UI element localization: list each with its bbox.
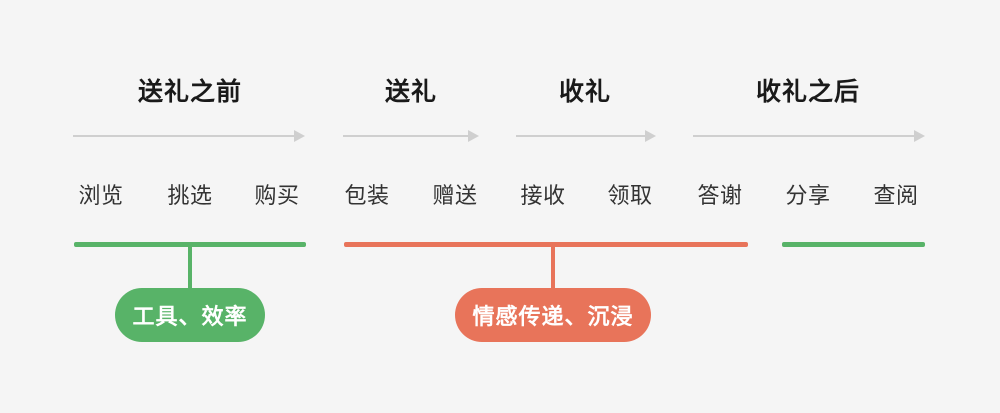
- arrow-shaft: [73, 135, 294, 137]
- arrow-shaft: [516, 135, 645, 137]
- arrow-head: [468, 130, 479, 142]
- arrow-head: [914, 130, 925, 142]
- group-bar-after-receiving: [782, 242, 925, 247]
- step-label-thank: 答谢: [697, 183, 743, 208]
- step-label-receive: 接收: [520, 183, 566, 208]
- stage-title-before-gifting: 送礼之前: [137, 78, 243, 106]
- group-bar-tools-efficiency: [74, 242, 306, 247]
- step-label-select: 挑选: [167, 183, 213, 208]
- group-connector-emotion-immersion: [551, 245, 555, 293]
- step-label-purchase: 购买: [254, 183, 300, 208]
- arrow-head: [294, 130, 305, 142]
- arrow-head: [645, 130, 656, 142]
- arrow-after-receiving-icon: [693, 130, 925, 142]
- step-label-package: 包装: [344, 183, 390, 208]
- pill-tools-efficiency[interactable]: 工具、效率: [115, 288, 265, 342]
- pill-emotion-immersion[interactable]: 情感传递、沉浸: [455, 288, 651, 342]
- arrow-before-gifting-icon: [73, 130, 305, 142]
- step-label-give: 赠送: [432, 183, 478, 208]
- arrow-gifting-icon: [343, 130, 479, 142]
- arrow-shaft: [343, 135, 468, 137]
- group-connector-tools-efficiency: [188, 245, 192, 293]
- stage-title-gifting: 送礼: [384, 78, 438, 106]
- step-label-review: 查阅: [873, 183, 919, 208]
- step-label-claim: 领取: [607, 183, 653, 208]
- arrow-shaft: [693, 135, 914, 137]
- group-bar-emotion-immersion: [344, 242, 748, 247]
- arrow-receiving-icon: [516, 130, 656, 142]
- stage-title-receiving: 收礼: [558, 78, 612, 106]
- step-label-share: 分享: [785, 183, 831, 208]
- stage-title-after-receiving: 收礼之后: [755, 78, 861, 106]
- step-label-browse: 浏览: [78, 183, 124, 208]
